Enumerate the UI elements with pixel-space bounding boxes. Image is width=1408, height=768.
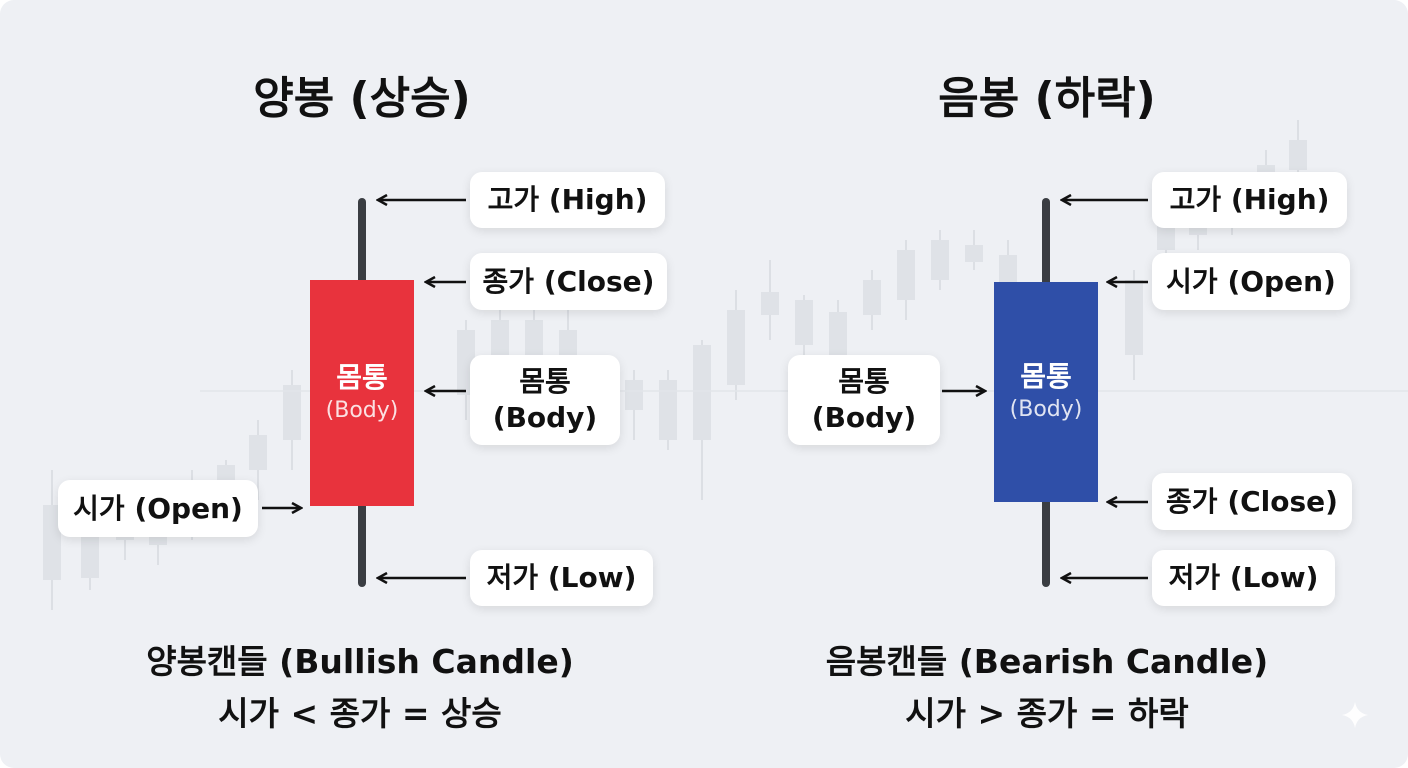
bullish-caption-line1: 양봉캔들 (Bullish Candle) bbox=[146, 642, 574, 681]
background-candle-body bbox=[693, 345, 711, 440]
bearish-body-label: 몸통 bbox=[1020, 360, 1072, 393]
background-candle-body bbox=[965, 245, 983, 262]
background-candle-body bbox=[761, 292, 779, 315]
background-candle-body bbox=[1125, 280, 1143, 355]
background-candle-body bbox=[491, 320, 509, 360]
bearish-body-callout: 몸통 (Body) bbox=[788, 355, 940, 445]
bullish-close-label: 종가 (Close) bbox=[470, 253, 667, 310]
bullish-high-label: 고가 (High) bbox=[470, 172, 665, 228]
bearish-title: 음봉 (하락) bbox=[938, 73, 1156, 124]
bullish-body-sublabel: (Body) bbox=[325, 398, 399, 423]
bullish-title: 양봉 (상승) bbox=[253, 73, 471, 124]
background-candle-body bbox=[829, 312, 847, 355]
background-candle-body bbox=[897, 250, 915, 300]
background-candle-body bbox=[659, 380, 677, 440]
bearish-body-callout-line2: (Body) bbox=[811, 401, 917, 434]
sparkle-icon bbox=[1342, 702, 1368, 728]
bullish-body-label: 몸통 bbox=[336, 361, 388, 394]
background-candle-body bbox=[795, 300, 813, 345]
bearish-candle-body: 몸통 (Body) bbox=[994, 282, 1098, 502]
bullish-body-callout-line1: 몸통 bbox=[519, 365, 571, 398]
background-candle-body bbox=[863, 280, 881, 315]
background-candle-body bbox=[625, 380, 643, 410]
background-candle-body bbox=[931, 240, 949, 280]
background-candle-body bbox=[999, 255, 1017, 285]
bullish-open-label: 시가 (Open) bbox=[58, 480, 258, 537]
bearish-caption-line2: 시가 > 종가 = 하락 bbox=[905, 694, 1189, 733]
bullish-body-callout: 몸통 (Body) bbox=[470, 355, 620, 445]
background-candle-body bbox=[43, 505, 61, 580]
bullish-body-callout-line2: (Body) bbox=[492, 401, 598, 434]
bearish-body-sublabel: (Body) bbox=[1009, 397, 1083, 422]
background-candle-body bbox=[727, 310, 745, 385]
bearish-close-label: 종가 (Close) bbox=[1152, 473, 1352, 530]
background-candle-body bbox=[283, 385, 301, 440]
bullish-low-label: 저가 (Low) bbox=[470, 550, 653, 606]
bearish-body-callout-line1: 몸통 bbox=[838, 365, 890, 398]
background-candle-body bbox=[249, 435, 267, 470]
bullish-caption-line2: 시가 < 종가 = 상승 bbox=[218, 694, 502, 733]
bullish-caption: 양봉캔들 (Bullish Candle) 시가 < 종가 = 상승 bbox=[60, 636, 660, 740]
bearish-high-label: 고가 (High) bbox=[1152, 172, 1347, 228]
bearish-low-label: 저가 (Low) bbox=[1152, 550, 1335, 606]
bearish-caption: 음봉캔들 (Bearish Candle) 시가 > 종가 = 하락 bbox=[747, 636, 1347, 740]
bullish-candle-body: 몸통 (Body) bbox=[310, 280, 414, 506]
background-candle-body bbox=[1289, 140, 1307, 170]
background-candle-body bbox=[525, 320, 543, 355]
bearish-open-label: 시가 (Open) bbox=[1152, 253, 1350, 310]
bearish-caption-line1: 음봉캔들 (Bearish Candle) bbox=[825, 642, 1269, 681]
